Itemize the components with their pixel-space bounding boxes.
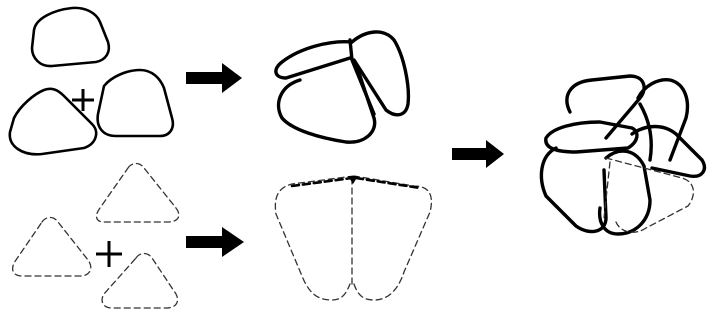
dashed-triangle-piece-top <box>97 164 179 223</box>
combined-solid-lobe-inner-right <box>640 104 651 160</box>
assembled-solid-shape <box>276 32 408 142</box>
assembled-dashed-apex-marker <box>348 176 358 184</box>
solid-triangle-piece-right <box>98 70 173 136</box>
right-arrow-icon <box>452 140 504 168</box>
dashed-triangle-piece-right <box>102 254 177 309</box>
dashed-pieces-group <box>13 164 179 309</box>
right-arrow-icon <box>186 63 242 93</box>
assembled-dashed-outline <box>275 176 431 300</box>
plus-icon <box>96 241 122 267</box>
assembled-dashed-top-edge-right <box>356 178 420 188</box>
solid-triangle-piece-top <box>32 8 109 66</box>
combined-solid-lobe-middle-left <box>546 122 637 152</box>
assembled-dashed-top-edge-left <box>292 178 352 186</box>
assembled-solid-left-lobe <box>276 42 352 78</box>
assembled-dashed-shape <box>275 176 431 300</box>
combined-assembly-shape <box>541 76 704 234</box>
right-arrow-icon <box>186 227 244 257</box>
combined-solid-lobe-lower-left <box>541 148 606 232</box>
dashed-triangle-piece-left <box>13 218 91 277</box>
solid-pieces-group <box>10 8 173 154</box>
